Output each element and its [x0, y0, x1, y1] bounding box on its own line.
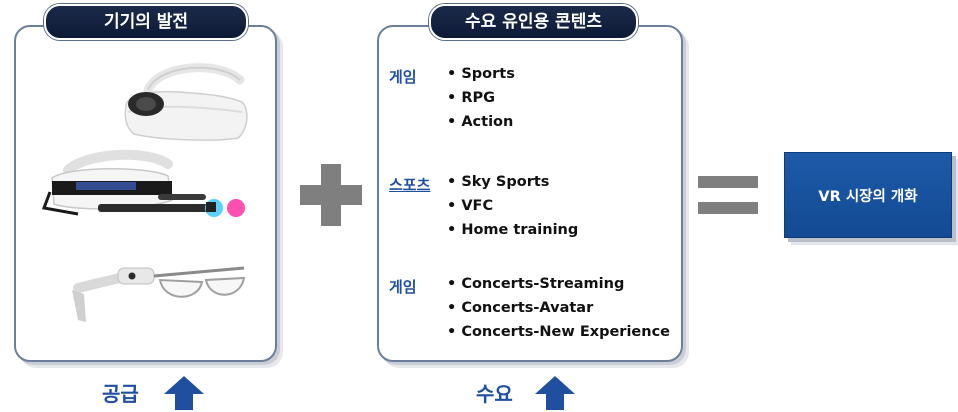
- content-item: Home training: [447, 222, 578, 238]
- content-item: Concerts-New Experience: [447, 324, 670, 340]
- result-label: VR 시장의 개화: [818, 188, 918, 205]
- content-item: Sky Sports: [447, 174, 549, 190]
- category-label: 스포츠: [389, 176, 431, 194]
- content-item: VFC: [447, 198, 493, 214]
- equals-icon: [698, 176, 758, 216]
- smart-glasses-icon: [72, 266, 246, 322]
- vr-headset-icon: [124, 63, 248, 141]
- category-label: 게임: [389, 68, 417, 86]
- demand-label: 수요: [476, 382, 513, 406]
- plus-icon: [300, 164, 362, 226]
- demand-panel-title: 수요 유인용 콘텐츠: [429, 4, 638, 40]
- content-item: Sports: [447, 66, 515, 82]
- category-label: 게임: [389, 278, 417, 296]
- content-item: Concerts-Streaming: [447, 276, 624, 292]
- result-box: VR 시장의 개화: [784, 152, 952, 238]
- content-item: RPG: [447, 90, 495, 106]
- arrow-up-icon: [164, 376, 204, 410]
- content-item: Concerts-Avatar: [447, 300, 593, 316]
- content-item: Action: [447, 114, 513, 130]
- supply-panel-title: 기기의 발전: [44, 4, 248, 40]
- arrow-up-icon: [535, 376, 575, 410]
- supply-label: 공급: [102, 382, 139, 406]
- playstation-vr-icon: [41, 149, 245, 217]
